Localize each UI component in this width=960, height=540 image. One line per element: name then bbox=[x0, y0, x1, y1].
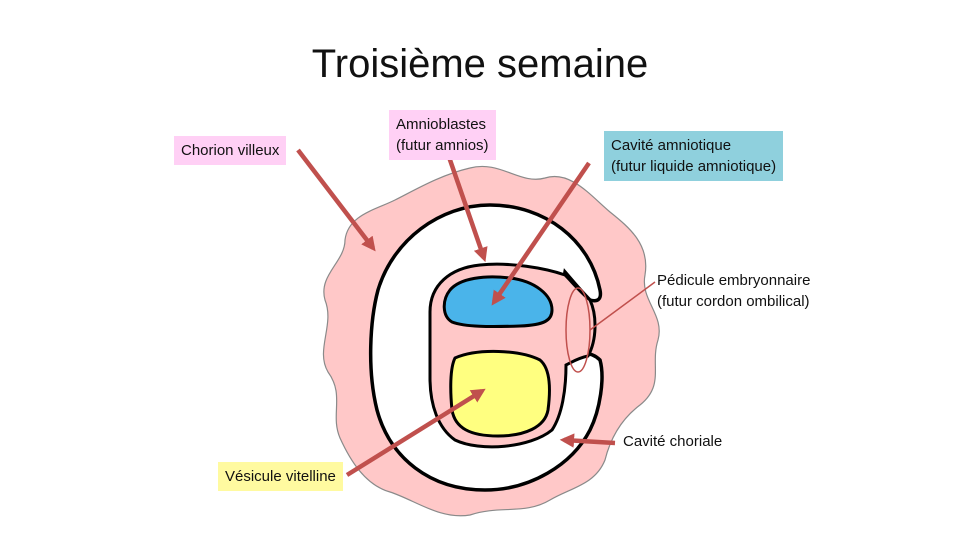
vesicule-vitelline-shape bbox=[449, 350, 552, 438]
label-pedicule-line1: Pédicule embryonnaire bbox=[657, 272, 811, 289]
label-pedicule-embryonnaire: Pédicule embryonnaire (futur cordon ombi… bbox=[657, 270, 810, 312]
arrow-chorion bbox=[296, 148, 376, 252]
pointer-pedicule bbox=[589, 281, 656, 331]
label-cavite-amniotique-line2: (futur liquide amniotique) bbox=[611, 158, 777, 175]
arrow-cavite-amniotique bbox=[491, 161, 591, 306]
label-cavite-choriale: Cavité choriale bbox=[623, 431, 722, 452]
arrow-cavite-choriale bbox=[559, 433, 616, 448]
label-amnioblastes-line2: (futur amnios) bbox=[396, 137, 489, 154]
label-chorion-line1: Chorion villeux bbox=[181, 142, 280, 159]
label-pedicule-line2: (futur cordon ombilical) bbox=[657, 293, 810, 310]
arrow-amnioblastes bbox=[446, 156, 488, 263]
label-cavite-amniotique: Cavité amniotique (futur liquide amnioti… bbox=[604, 131, 784, 181]
label-cavite-amniotique-line1: Cavité amniotique bbox=[611, 137, 732, 154]
label-vesicule-line1: Vésicule vitelline bbox=[225, 468, 336, 485]
diagram-title: Troisième semaine bbox=[311, 42, 649, 86]
label-cavite-choriale-line1: Cavité choriale bbox=[623, 433, 723, 450]
label-chorion-villeux: Chorion villeux bbox=[174, 136, 287, 165]
arrow-vesicule bbox=[345, 388, 486, 477]
label-amnioblastes-line1: Amnioblastes bbox=[396, 116, 487, 133]
label-amnioblastes: Amnioblastes (futur amnios) bbox=[389, 110, 496, 160]
label-vesicule-vitelline: Vésicule vitelline bbox=[218, 462, 343, 491]
